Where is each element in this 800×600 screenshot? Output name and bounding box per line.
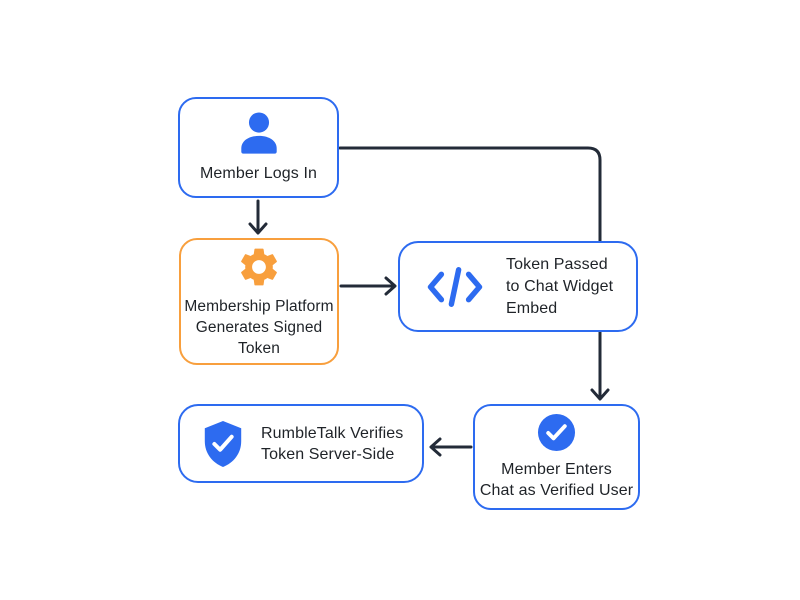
node-member-logs-in: Member Logs In xyxy=(178,97,339,198)
node-member-logs-in-label: Member Logs In xyxy=(199,164,317,182)
check-circle-icon xyxy=(537,413,576,452)
edge-platform-to-token xyxy=(339,276,397,296)
code-icon xyxy=(426,264,484,310)
gear-icon xyxy=(236,244,282,290)
shield-check-icon xyxy=(200,419,246,469)
node-member-enters: Member Enters Chat as Verified User xyxy=(473,404,640,510)
node-rumbletalk-verifies-label: RumbleTalk Verifies Token Server-Side xyxy=(261,424,404,463)
node-rumbletalk-verifies: RumbleTalk Verifies Token Server-Side xyxy=(178,404,424,483)
edge-login-to-platform xyxy=(248,199,268,235)
node-membership-platform: Membership Platform Generates Signed Tok… xyxy=(179,238,339,365)
node-membership-platform-label: Membership Platform Generates Signed Tok… xyxy=(184,298,334,357)
node-member-enters-label: Member Enters Chat as Verified User xyxy=(479,461,634,499)
node-token-passed: Token Passed to Chat Widget Embed xyxy=(398,241,638,332)
edge-login-to-enters xyxy=(338,146,610,401)
edge-enters-to-verifies xyxy=(429,437,473,457)
node-token-passed-label: Token Passed to Chat Widget Embed xyxy=(506,255,614,317)
person-icon xyxy=(236,111,282,156)
